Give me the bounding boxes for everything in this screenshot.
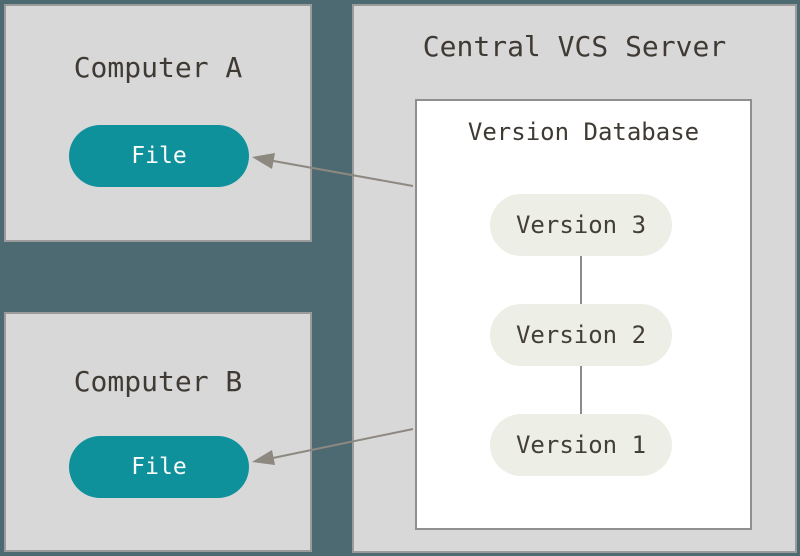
version-database-box: Version Database Version 3 Version 2 Ver… xyxy=(415,99,752,530)
computer-a-title: Computer A xyxy=(73,51,243,84)
version-2-label: Version 2 xyxy=(515,321,647,349)
file-b-label: File xyxy=(131,454,187,480)
file-a-pill: File xyxy=(69,125,249,187)
version-3-label: Version 3 xyxy=(515,211,647,239)
version-1-pill: Version 1 xyxy=(490,414,672,476)
version-3-pill: Version 3 xyxy=(490,194,672,256)
version-database-title: Version Database xyxy=(467,118,700,146)
central-vcs-server-box: Central VCS Server Version Database Vers… xyxy=(352,4,797,553)
file-a-label: File xyxy=(131,143,187,169)
version-1-label: Version 1 xyxy=(515,431,647,459)
computer-a-box: Computer A File xyxy=(4,4,312,242)
central-vcs-server-title: Central VCS Server xyxy=(422,30,727,63)
computer-b-box: Computer B File xyxy=(4,312,312,552)
version-2-pill: Version 2 xyxy=(490,304,672,366)
computer-b-title: Computer B xyxy=(73,365,243,398)
file-b-pill: File xyxy=(69,436,249,498)
version-connector-3-2 xyxy=(580,256,582,304)
version-connector-2-1 xyxy=(580,366,582,414)
